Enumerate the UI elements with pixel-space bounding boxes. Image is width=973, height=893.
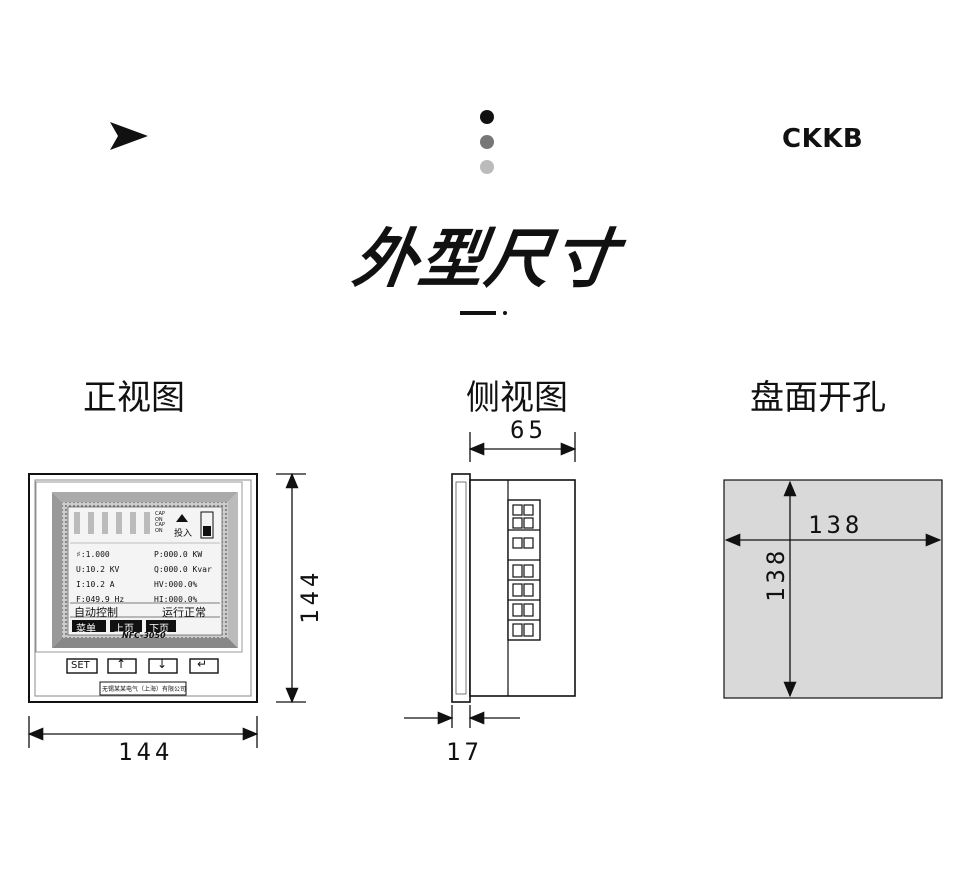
- readings-right: P:000.0 KW Q:000.0 Kvar HV:000.0% HI:000…: [154, 550, 212, 604]
- play-arrow-icon: [110, 122, 148, 150]
- model-label: NFC-3050: [122, 631, 166, 640]
- front-width-dim: 144: [118, 738, 174, 766]
- cutout-width-dim: 138: [808, 511, 864, 539]
- panel-cutout-square: [723, 479, 943, 699]
- menu-button: 菜单: [76, 624, 96, 635]
- dot-1: [480, 110, 494, 124]
- cutout-view-label: 盘面开孔: [750, 378, 886, 418]
- side-depth-dim: 65: [510, 416, 547, 444]
- title-underline: [460, 311, 496, 315]
- set-key: SET: [71, 660, 90, 671]
- front-view-device: [28, 473, 258, 703]
- maker-label: 无锡某某电气（上海）有限公司: [102, 686, 187, 693]
- front-view-label: 正视图: [83, 378, 185, 418]
- side-panel-dim: 17: [446, 738, 483, 766]
- switch-label: 投入: [174, 529, 193, 539]
- status-left: 自动控制: [74, 606, 118, 619]
- side-view-device: [451, 473, 576, 703]
- down-arrow-icon: ↓: [157, 657, 168, 671]
- up-arrow-icon: ↑: [116, 657, 127, 671]
- title-underline-dot: [503, 311, 507, 315]
- brand-logo: CKKB: [782, 124, 864, 154]
- side-view-label: 侧视图: [466, 378, 568, 418]
- cutout-height-dim: 138: [762, 546, 790, 602]
- front-height-dim: 144: [296, 568, 324, 624]
- dot-2: [480, 135, 494, 149]
- prev-page-button: 上页: [114, 624, 134, 635]
- enter-icon: ↵: [197, 657, 208, 671]
- readings-left: ♯:1.000 U:10.2 KV I:10.2 A F:049.9 Hz: [76, 550, 125, 604]
- next-page-button: 下页: [149, 624, 169, 635]
- dot-3: [480, 160, 494, 174]
- cap-status-labels: CAP ON CAP ON: [155, 511, 165, 534]
- status-right: 运行正常: [162, 606, 206, 619]
